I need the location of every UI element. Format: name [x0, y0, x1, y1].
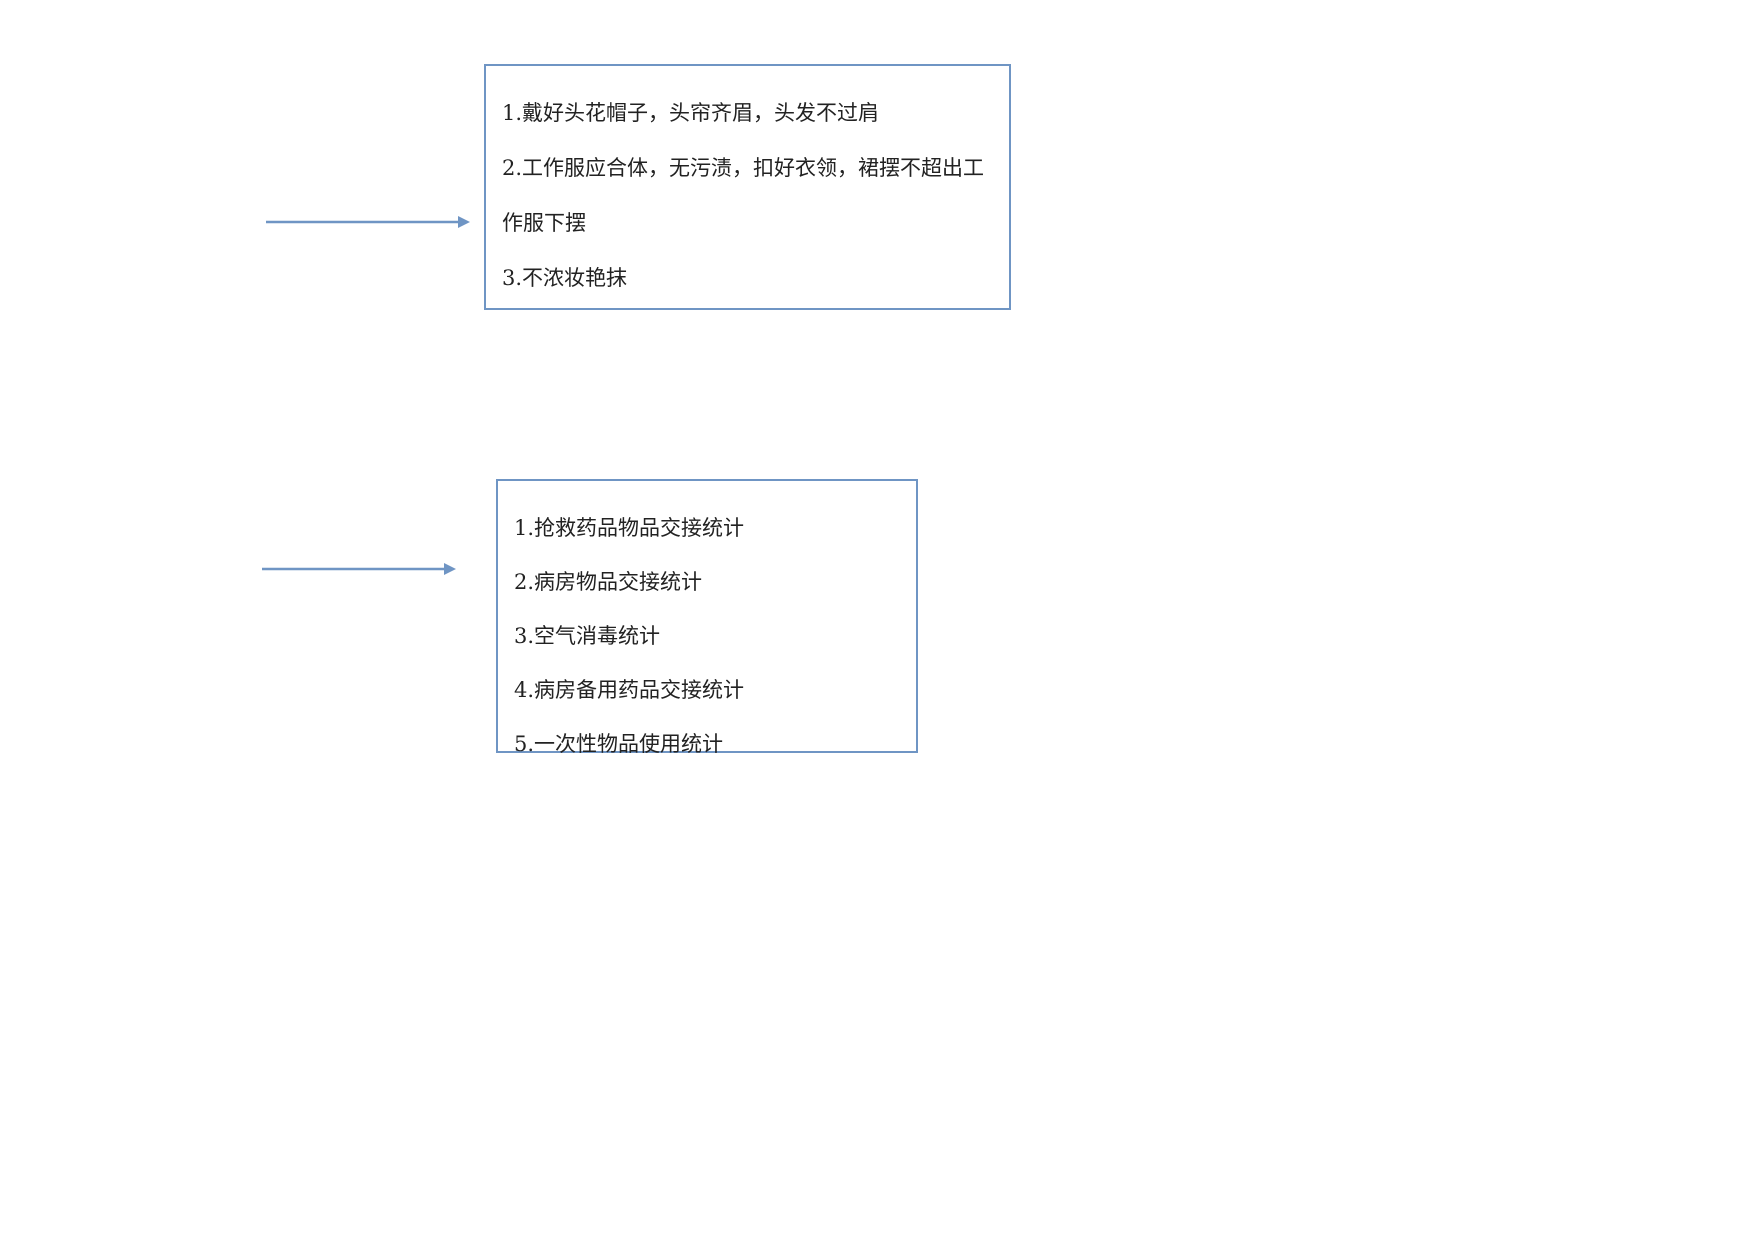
statistics-box: 1.抢救药品物品交接统计 2.病房物品交接统计 3.空气消毒统计 4.病房备用药… [496, 479, 918, 756]
statistics-line-3: 3.空气消毒统计 [514, 624, 661, 648]
dress-code-line-2-continued: 作服下摆 [502, 211, 586, 235]
statistics-line-1: 1.抢救药品物品交接统计 [514, 516, 745, 540]
dress-code-line-3: 3.不浓妆艳抹 [502, 266, 628, 290]
dress-code-line-1: 1.戴好头花帽子，头帘齐眉，头发不过肩 [502, 101, 880, 125]
statistics-line-4: 4.病房备用药品交接统计 [514, 678, 745, 702]
statistics-line-5: 5.一次性物品使用统计 [514, 732, 724, 756]
dress-code-line-2: 2.工作服应合体，无污渍，扣好衣领，裙摆不超出工 [502, 156, 985, 180]
arrow-to-statistics-box [262, 563, 456, 575]
arrow-head [444, 563, 456, 575]
arrow-head [458, 216, 470, 228]
dress-code-box: 1.戴好头花帽子，头帘齐眉，头发不过肩 2.工作服应合体，无污渍，扣好衣领，裙摆… [484, 64, 1011, 310]
statistics-line-2: 2.病房物品交接统计 [514, 570, 703, 594]
arrow-to-dress-code-box [266, 216, 470, 228]
